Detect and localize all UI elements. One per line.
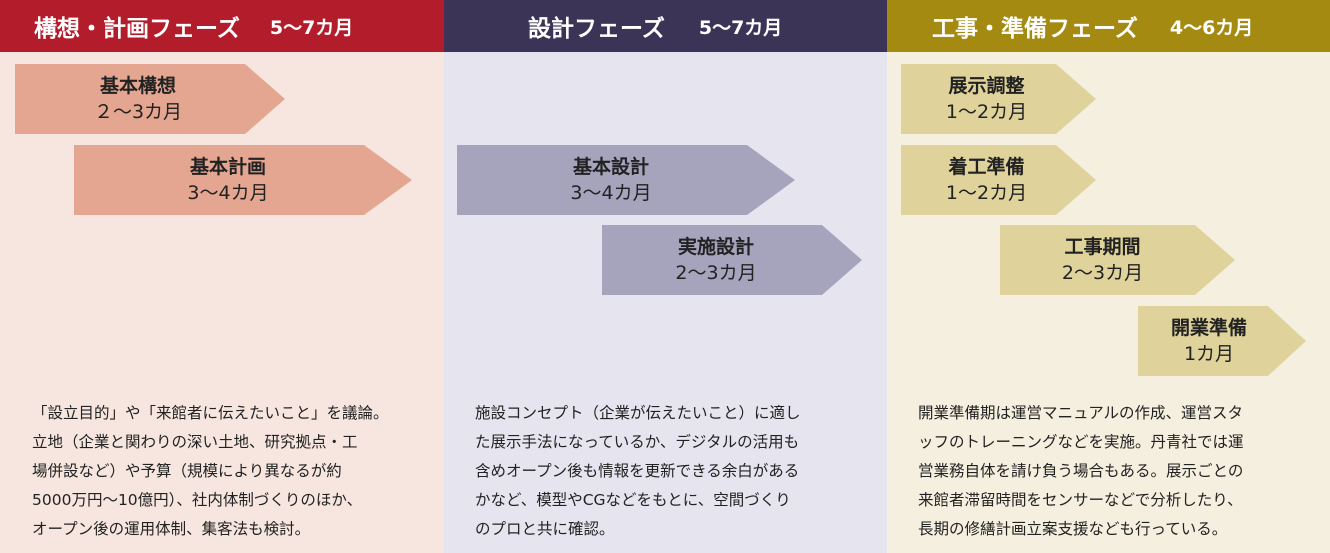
step-duration: 2～3カ月 bbox=[1061, 262, 1144, 284]
step-duration: 1～2カ月 bbox=[945, 182, 1028, 204]
description-line: 開業準備期は運営マニュアルの作成、運営スタ bbox=[918, 404, 1244, 422]
step-arrow: 基本計画 3～4カ月 bbox=[74, 145, 412, 215]
description-line: 5000万円～10億円）、社内体制づくりのほか、 bbox=[32, 491, 363, 509]
phase-duration: 5～7カ月 bbox=[269, 16, 354, 39]
phase-header: 工事・準備フェーズ 4～6カ月 bbox=[887, 0, 1330, 52]
step-duration: 2～3カ月 bbox=[675, 262, 757, 284]
step-duration: 3～4カ月 bbox=[570, 182, 652, 204]
step-name: 開業準備 bbox=[1170, 317, 1247, 339]
phase-column-planning: 構想・計画フェーズ 5～7カ月 基本構想 ２～3カ月 基本計画 3～4カ月 「設… bbox=[0, 0, 444, 553]
description-line: 「設立目的」や「来館者に伝えたいこと」を議論。 bbox=[32, 404, 389, 422]
description-line: 長期の修繕計画立案支援なども行っている。 bbox=[918, 520, 1228, 538]
phase-title: 工事・準備フェーズ bbox=[932, 16, 1138, 42]
description-line: 施設コンセプト（企業が伝えたいこと）に適し bbox=[475, 404, 801, 422]
description-line: 営業務自体を請け負う場合もある。展示ごとの bbox=[918, 462, 1244, 480]
description-line: 場併設など）や予算（規模により異なるが約 bbox=[32, 462, 342, 480]
step-arrow: 開業準備 1カ月 bbox=[1138, 306, 1306, 376]
step-arrow: 基本構想 ２～3カ月 bbox=[15, 64, 285, 134]
description-line: 立地（企業と関わりの深い土地、研究拠点・工 bbox=[32, 433, 358, 451]
step-arrow: 展示調整 1～2カ月 bbox=[901, 64, 1096, 134]
description-line: のプロと共に確認。 bbox=[475, 520, 615, 538]
phase-header: 構想・計画フェーズ 5～7カ月 bbox=[0, 0, 444, 52]
description-line: 来館者滞留時間をセンサーなどで分析したり、 bbox=[918, 491, 1243, 509]
step-arrow: 着工準備 1～2カ月 bbox=[901, 145, 1096, 215]
step-duration: ２～3カ月 bbox=[93, 101, 183, 123]
description-line: 含めオープン後も情報を更新できる余白がある bbox=[475, 462, 800, 480]
description-line: かなど、模型やCGなどをもとに、空間づくり bbox=[475, 491, 791, 509]
description-line: ッフのトレーニングなどを実施。丹青社では運 bbox=[918, 433, 1244, 451]
phase-title: 設計フェーズ bbox=[528, 16, 665, 42]
description-line: た展示手法になっているか、デジタルの活用も bbox=[475, 433, 800, 451]
step-name: 基本構想 bbox=[99, 75, 176, 97]
phase-description: 施設コンセプト（企業が伝えたいこと）に適し た展示手法になっているか、デジタルの… bbox=[475, 399, 875, 544]
step-name: 実施設計 bbox=[677, 236, 754, 258]
phase-description: 「設立目的」や「来館者に伝えたいこと」を議論。 立地（企業と関わりの深い土地、研… bbox=[32, 399, 432, 544]
phase-description: 開業準備期は運営マニュアルの作成、運営スタ ッフのトレーニングなどを実施。丹青社… bbox=[918, 399, 1318, 544]
phase-title: 構想・計画フェーズ bbox=[34, 16, 240, 42]
step-duration: 1～2カ月 bbox=[945, 101, 1028, 123]
step-arrow: 基本設計 3～4カ月 bbox=[457, 145, 795, 215]
phase-duration: 5～7カ月 bbox=[698, 16, 783, 39]
description-line: オープン後の運用体制、集客法も検討。 bbox=[32, 520, 311, 538]
phase-duration: 4～6カ月 bbox=[1169, 16, 1254, 39]
step-arrow: 実施設計 2～3カ月 bbox=[602, 225, 862, 295]
step-name: 基本計画 bbox=[189, 156, 266, 178]
step-duration: 1カ月 bbox=[1183, 343, 1235, 365]
phase-column-construction: 工事・準備フェーズ 4～6カ月 展示調整 1～2カ月 着工準備 1～2カ月 工事… bbox=[887, 0, 1330, 553]
step-name: 基本設計 bbox=[572, 156, 649, 178]
step-name: 着工準備 bbox=[948, 156, 1025, 178]
step-duration: 3～4カ月 bbox=[187, 182, 269, 204]
phase-column-design: 設計フェーズ 5～7カ月 基本設計 3～4カ月 実施設計 2～3カ月 施設コンセ… bbox=[444, 0, 887, 553]
phase-header: 設計フェーズ 5～7カ月 bbox=[444, 0, 887, 52]
step-name: 工事期間 bbox=[1064, 236, 1141, 258]
step-arrow: 工事期間 2～3カ月 bbox=[1000, 225, 1235, 295]
step-name: 展示調整 bbox=[948, 75, 1025, 97]
